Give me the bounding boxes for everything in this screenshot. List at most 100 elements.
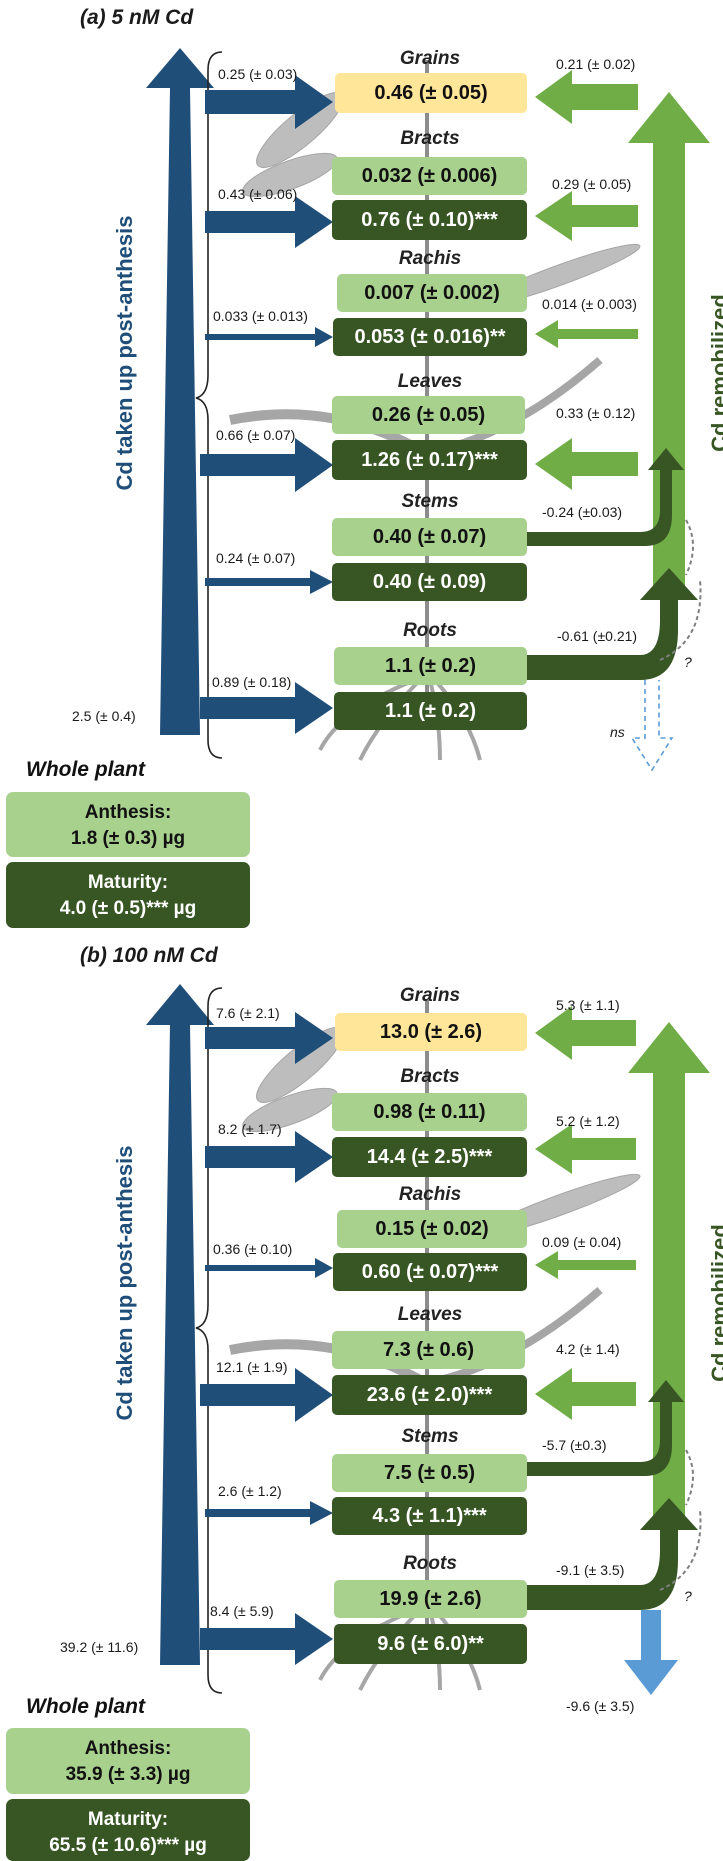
dashed-curves [659, 1449, 702, 1591]
whole-plant-title: Whole plant [26, 758, 145, 781]
uptake-axis-label: Cd taken up post-anthesis [112, 215, 137, 491]
panel-title: (a) 5 nM Cd [80, 6, 194, 29]
leaves-uptake-value: 12.1 (± 1.9) [216, 1359, 288, 1375]
rachis-remob-value: 0.09 (± 0.04) [542, 1234, 622, 1250]
efflux-arrow [624, 1610, 678, 1695]
roots-outflow [527, 568, 698, 680]
panel-a: (a) 5 nM Cd Cd taken up post-anthesis Cd… [0, 0, 723, 930]
remob-axis-label: Cd remobilized [707, 294, 723, 452]
uptake-arrow-rachis [205, 327, 333, 347]
total-uptake-arrow [146, 984, 214, 1665]
remob-axis-label: Cd remobilized [707, 1224, 723, 1382]
leaves-anthesis-box: 0.26 (± 0.05) [332, 396, 525, 434]
organ-label-roots: Roots [403, 1553, 457, 1574]
whole-plant-anthesis-label: Anthesis: [84, 802, 172, 823]
roots-question-mark: ? [684, 1588, 692, 1604]
uptake-arrows [200, 1012, 333, 1665]
uptake-arrow-grains [205, 75, 333, 129]
uptake-arrow-bracts [205, 196, 333, 248]
roots-outflow-value: -9.1 (± 3.5) [556, 1562, 625, 1578]
roots-uptake-value: 8.4 (± 5.9) [210, 1603, 274, 1619]
whole-plant-title: Whole plant [26, 1695, 145, 1718]
bracts-uptake-value: 0.43 (± 0.06) [218, 186, 298, 202]
organ-label-bracts: Bracts [400, 128, 460, 149]
remob-arrow-leaves [535, 438, 638, 490]
grains-uptake-value: 7.6 (± 2.1) [216, 1005, 280, 1021]
stems-maturity-box: 4.3 (± 1.1)*** [332, 1497, 527, 1535]
whole-plant-anthesis-value: 1.8 (± 0.3) µg [70, 828, 186, 849]
roots-maturity-box: 1.1 (± 0.2) [334, 692, 527, 730]
stems-outflow [527, 1380, 684, 1476]
whole-plant-maturity-label: Maturity: [87, 1809, 169, 1830]
whole-plant-maturity-box: Maturity: 4.0 (± 0.5)*** µg [6, 862, 250, 928]
organ-label-grains: Grains [399, 985, 461, 1006]
brace [195, 987, 223, 1694]
uptake-arrow-roots [200, 1613, 333, 1665]
rachis-anthesis-box: 0.15 (± 0.02) [337, 1210, 527, 1248]
leaves-maturity-box: 1.26 (± 0.17)*** [332, 440, 527, 480]
bracts-remob-value: 5.2 (± 1.2) [556, 1113, 620, 1129]
bracts-maturity-box: 14.4 (± 2.5)*** [332, 1137, 527, 1177]
panel-b-graphics [146, 984, 710, 1695]
remob-arrow-rachis [535, 1251, 636, 1279]
organ-label-bracts: Bracts [400, 1066, 460, 1087]
bracts-anthesis-box: 0.98 (± 0.11) [332, 1093, 527, 1131]
total-uptake-value: 2.5 (± 0.4) [72, 708, 136, 724]
organ-label-rachis: Rachis [398, 248, 462, 269]
uptake-axis-label: Cd taken up post-anthesis [112, 1145, 137, 1421]
uptake-arrow-grains [205, 1012, 333, 1064]
stems-outflow-value: -5.7 (±0.3) [542, 1437, 607, 1453]
remob-arrows [535, 1006, 710, 1530]
uptake-arrow-leaves [200, 1368, 333, 1422]
whole-plant-maturity-label: Maturity: [87, 872, 169, 893]
organ-label-rachis: Rachis [398, 1184, 462, 1205]
whole-plant-anthesis-box: Anthesis: 35.9 (± 3.3) µg [6, 1728, 250, 1794]
remob-arrow-grains [535, 70, 638, 124]
uptake-arrow-rachis [205, 1258, 333, 1278]
total-uptake-value: 39.2 (± 11.6) [60, 1639, 139, 1655]
rachis-uptake-value: 0.36 (± 0.10) [213, 1241, 293, 1257]
whole-plant-maturity-box: Maturity: 65.5 (± 10.6)*** µg [6, 1799, 250, 1861]
uptake-arrows [200, 75, 333, 734]
uptake-arrow-bracts [205, 1131, 333, 1183]
roots-outflow [527, 1498, 698, 1610]
panel-b: (b) 100 nM Cd Cd taken up post-anthesis … [0, 940, 723, 1861]
stems-anthesis-box: 0.40 (± 0.07) [332, 518, 527, 556]
bracts-remob-value: 0.29 (± 0.05) [552, 176, 632, 192]
leaves-uptake-value: 0.66 (± 0.07) [216, 427, 296, 443]
grains-remob-value: 0.21 (± 0.02) [556, 56, 636, 72]
total-remob-arrow [628, 1022, 710, 1530]
bracts-anthesis-box: 0.032 (± 0.006) [332, 157, 527, 195]
whole-plant-maturity-value: 65.5 (± 10.6)*** µg [49, 1835, 207, 1856]
organ-label-grains: Grains [399, 48, 461, 69]
panel-title: (b) 100 nM Cd [80, 944, 218, 967]
organ-label-leaves: Leaves [397, 371, 463, 392]
outflow-arrows [527, 1380, 698, 1610]
rachis-maturity-box: 0.60 (± 0.07)*** [333, 1253, 527, 1291]
leaves-anthesis-box: 7.3 (± 0.6) [332, 1331, 525, 1369]
remob-arrow-leaves [535, 1368, 636, 1420]
total-uptake-arrow [146, 48, 214, 735]
roots-anthesis-box: 1.1 (± 0.2) [334, 647, 527, 685]
grains-uptake-value: 0.25 (± 0.03) [218, 66, 298, 82]
rachis-remob-value: 0.014 (± 0.003) [542, 296, 637, 312]
roots-maturity-box: 9.6 (± 6.0)** [334, 1624, 527, 1664]
efflux-value: -9.6 (± 3.5) [566, 1698, 635, 1714]
remob-arrow-bracts [535, 1124, 636, 1174]
roots-anthesis-box: 19.9 (± 2.6) [334, 1580, 527, 1618]
remob-arrow-bracts [535, 191, 638, 241]
stems-uptake-value: 0.24 (± 0.07) [216, 550, 296, 566]
whole-plant-anthesis-label: Anthesis: [84, 1738, 172, 1759]
brace [195, 51, 223, 759]
stems-outflow-value: -0.24 (±0.03) [542, 504, 623, 520]
organ-label-roots: Roots [403, 620, 457, 641]
remob-arrow-rachis [535, 320, 638, 348]
bracts-uptake-value: 8.2 (± 1.7) [218, 1121, 282, 1137]
outflow-arrows [527, 448, 698, 680]
uptake-arrow-stems [205, 1501, 333, 1525]
whole-plant-maturity-value: 4.0 (± 0.5)*** µg [59, 898, 197, 919]
leaves-maturity-box: 23.6 (± 2.0)*** [332, 1375, 527, 1415]
grains-maturity-box: 13.0 (± 2.6) [335, 1013, 527, 1051]
stems-maturity-box: 0.40 (± 0.09) [332, 563, 527, 601]
whole-plant-anthesis-value: 35.9 (± 3.3) µg [65, 1764, 191, 1785]
